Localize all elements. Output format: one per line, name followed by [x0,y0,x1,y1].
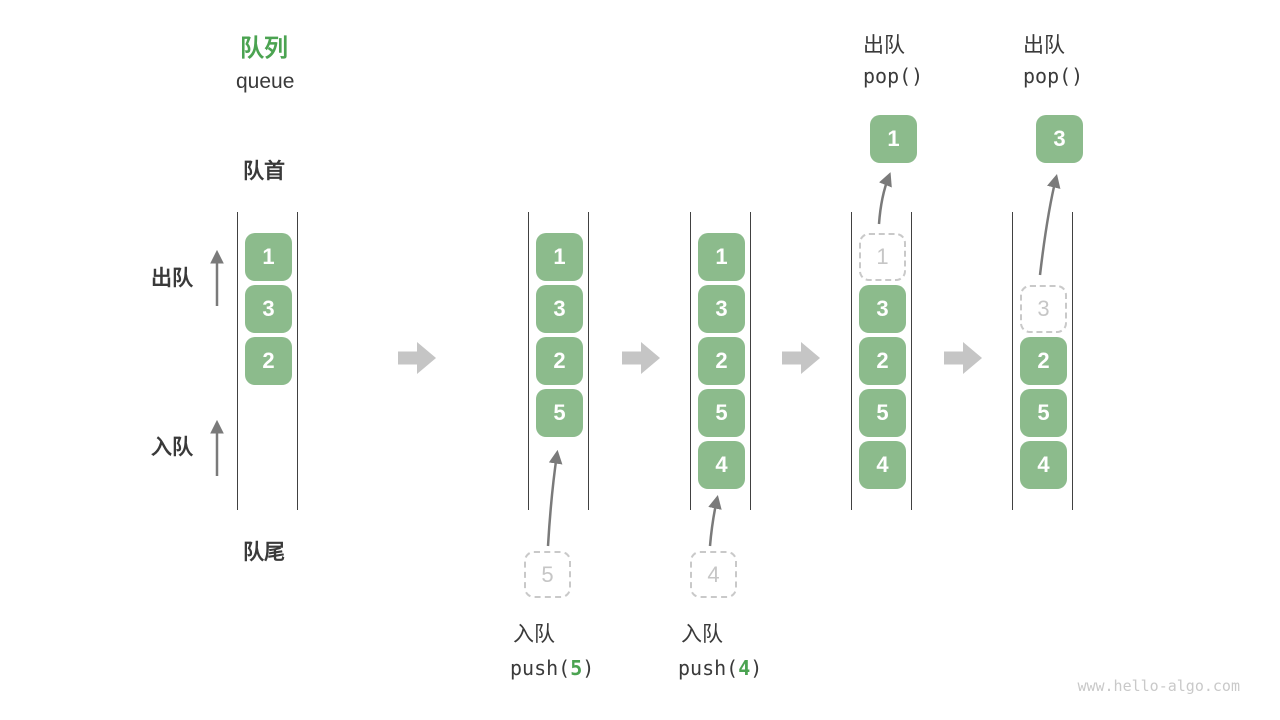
queue-cell: 4 [859,441,906,489]
queue-cell: 2 [245,337,292,385]
state-transition-arrow-icon [398,342,436,374]
diagram-title-zh: 队列 [240,35,288,62]
queue-cell: 1 [536,233,583,281]
watermark: www.hello-algo.com [1077,677,1240,695]
code-text: ) [582,656,595,680]
queue-front-label: 队首 [243,160,285,183]
pop-op-code: pop() [1023,64,1084,88]
queue-cell: 5 [1020,389,1067,437]
state-transition-arrow-icon [622,342,660,374]
queue-cell: 3 [859,285,906,333]
code-arg: 5 [570,656,583,680]
queue-cell-removed: 3 [1020,285,1067,333]
push-op-label: 入队 [513,623,555,646]
diagram-title-en: queue [236,70,295,93]
queue-cell: 2 [859,337,906,385]
queue-cell: 2 [698,337,745,385]
queue-cell: 4 [698,441,745,489]
dequeue-side-label: 出队 [151,267,193,290]
pop-op-label: 出队 [1023,34,1065,57]
code-text: push( [678,656,739,680]
state-transition-arrow-icon [782,342,820,374]
queue-cell: 5 [536,389,583,437]
queue-cell: 3 [536,285,583,333]
queue-state-5: 3 2 5 4 [1012,212,1073,510]
push-op-label: 入队 [681,623,723,646]
queue-cell: 1 [698,233,745,281]
queue-state-3: 1 3 2 5 4 [690,212,751,510]
queue-state-2: 1 3 2 5 [528,212,589,510]
queue-state-4: 1 3 2 5 4 [851,212,912,510]
queue-rear-label: 队尾 [243,541,285,564]
code-text: push( [510,656,571,680]
enqueue-side-label: 入队 [151,436,193,459]
pop-op-code: pop() [863,64,924,88]
incoming-element-ghost: 4 [690,551,737,598]
queue-cell: 2 [1020,337,1067,385]
push-op-code: push(5) [510,656,594,680]
queue-cell: 3 [245,285,292,333]
state-transition-arrow-icon [944,342,982,374]
push-op-code: push(4) [678,656,762,680]
queue-cell: 5 [698,389,745,437]
queue-cell: 3 [698,285,745,333]
code-arg: 4 [738,656,751,680]
queue-state-1: 1 3 2 [237,212,298,510]
popped-element: 1 [870,115,917,163]
queue-cell: 5 [859,389,906,437]
queue-cell-removed: 1 [859,233,906,281]
pop-op-label: 出队 [863,34,905,57]
incoming-element-ghost: 5 [524,551,571,598]
queue-cell: 4 [1020,441,1067,489]
queue-cell: 1 [245,233,292,281]
queue-cell: 2 [536,337,583,385]
popped-element: 3 [1036,115,1083,163]
code-text: ) [750,656,763,680]
